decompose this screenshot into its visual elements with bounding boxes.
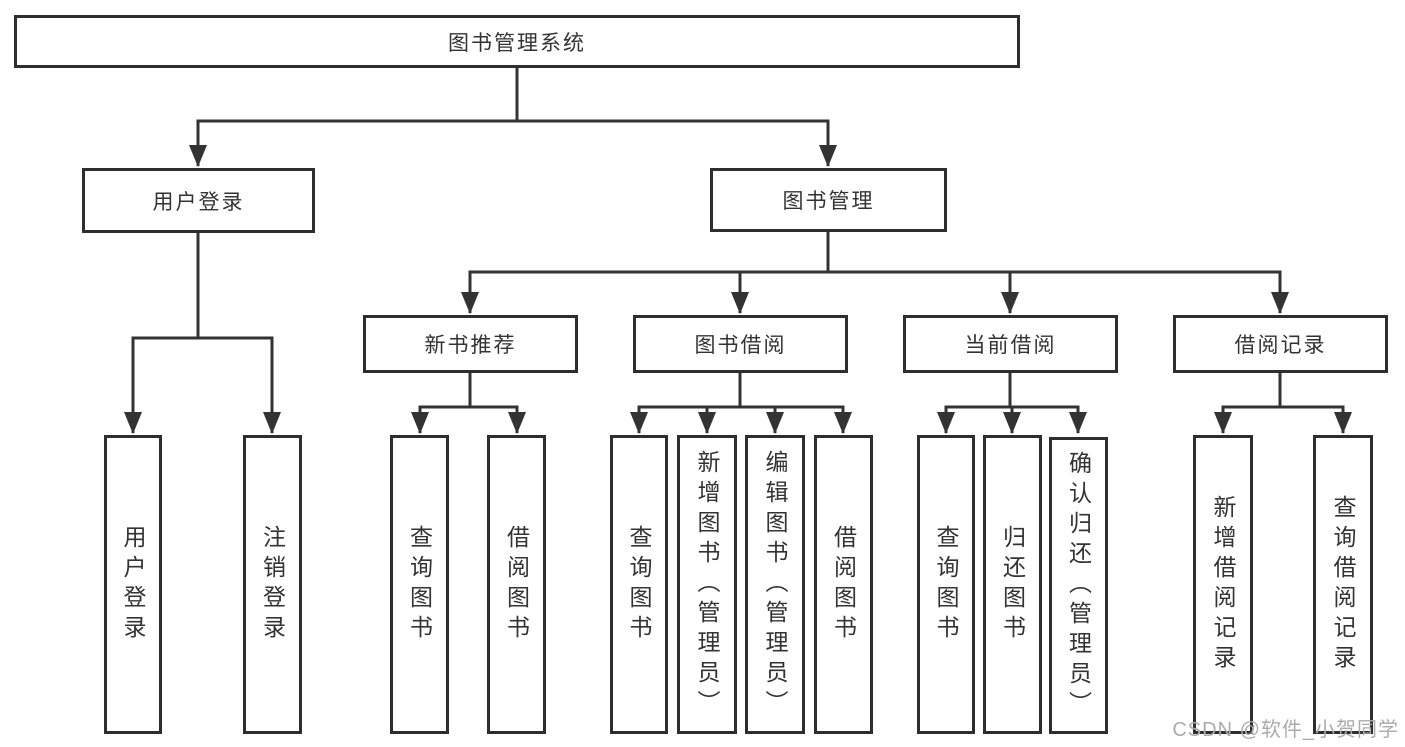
leaf-add-book-admin: 新增图书（管理员） [677, 435, 737, 734]
node-book-borrowing: 图书借阅 [633, 315, 848, 373]
node-borrowing-records: 借阅记录 [1173, 315, 1388, 373]
leaf-add-borrow-record: 新增借阅记录 [1193, 435, 1253, 734]
leaf-query-books-recommend: 查询图书 [390, 435, 449, 734]
leaf-borrow-books-borrowing: 借阅图书 [814, 435, 873, 734]
leaf-return-books: 归还图书 [983, 435, 1042, 734]
watermark: CSDN @软件_小贺同学 [1172, 719, 1399, 741]
leaf-query-books-borrowing: 查询图书 [610, 435, 668, 734]
leaf-logout: 注销登录 [243, 435, 302, 734]
leaf-user-login: 用户登录 [104, 435, 162, 734]
node-current-borrowing: 当前借阅 [903, 315, 1118, 373]
node-new-book-recommend: 新书推荐 [363, 315, 578, 373]
leaf-confirm-return-admin: 确认归还（管理员） [1049, 437, 1108, 734]
node-root: 图书管理系统 [14, 15, 1020, 68]
node-user-login: 用户登录 [82, 168, 315, 233]
leaf-query-books-current: 查询图书 [917, 435, 975, 734]
leaf-edit-book-admin: 编辑图书（管理员） [745, 435, 805, 734]
leaf-borrow-books-recommend: 借阅图书 [487, 435, 546, 734]
leaf-query-borrow-record: 查询借阅记录 [1313, 435, 1373, 734]
node-book-management: 图书管理 [710, 168, 947, 232]
